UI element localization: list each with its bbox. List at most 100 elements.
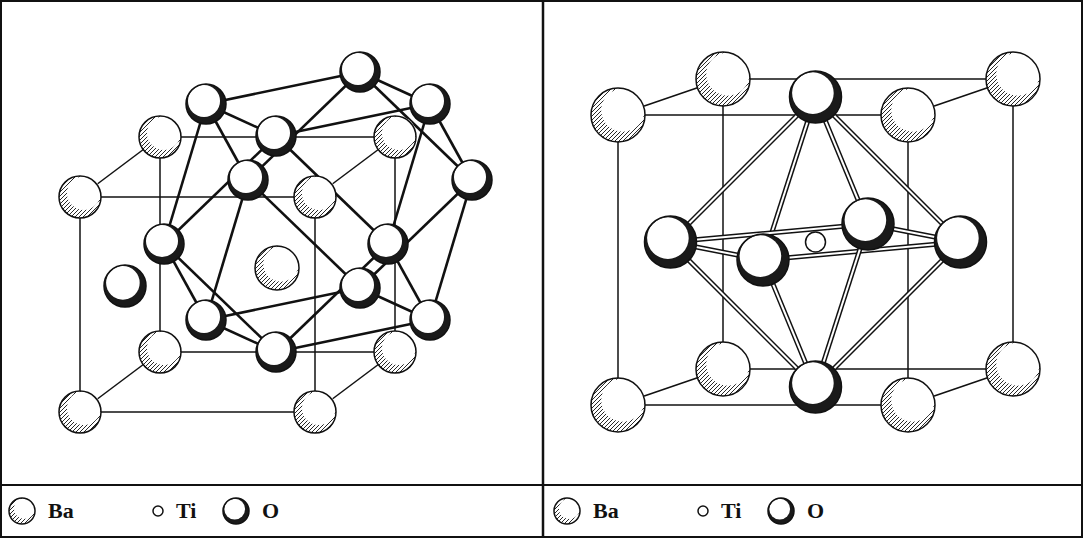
atom-outline	[59, 391, 101, 433]
atom-outline	[645, 216, 697, 268]
atom-outline	[986, 52, 1040, 106]
atom-outline	[737, 234, 789, 286]
cell-edge	[314, 197, 316, 412]
oxygen-atom	[340, 268, 380, 308]
atom-highlight	[67, 391, 101, 425]
legend-label: Ba	[593, 498, 619, 524]
atom-outline	[255, 246, 299, 290]
oxygen-atom	[340, 52, 380, 92]
polyhedron-edge	[276, 136, 388, 244]
atom-highlight	[647, 217, 689, 259]
atom-outline	[104, 265, 146, 307]
atom-outline	[139, 116, 181, 158]
atom-highlight	[147, 331, 181, 365]
cell-edge	[723, 78, 1013, 80]
barium-atom	[696, 342, 750, 396]
titanium-atom	[153, 506, 163, 516]
atom-highlight	[302, 391, 336, 425]
cell-edge	[80, 411, 315, 413]
atom-outline	[256, 116, 296, 156]
atom-outline	[228, 160, 268, 200]
atom-highlight	[302, 176, 336, 210]
atom-highlight	[382, 116, 416, 150]
oxygen-atom	[410, 300, 450, 340]
atom-highlight	[996, 343, 1039, 386]
atom-outline	[294, 391, 336, 433]
atom-outline	[790, 71, 842, 123]
oxygen-atom	[737, 234, 789, 286]
legend-divider	[1, 484, 1082, 486]
atom-highlight	[937, 217, 979, 259]
polyhedron-edge	[164, 136, 276, 244]
legend-label: O	[807, 498, 824, 524]
legend-label: Ti	[721, 498, 741, 524]
oxygen-atom	[144, 224, 184, 264]
barium-atom	[696, 52, 750, 106]
atom-outline	[186, 300, 226, 340]
panel-divider	[542, 1, 545, 537]
oxygen-atom	[842, 198, 894, 250]
polyhedron-edge	[206, 72, 360, 104]
cell-edge	[723, 368, 1013, 370]
atom-outline	[986, 342, 1040, 396]
barium-atom	[986, 342, 1040, 396]
atom-highlight	[792, 362, 834, 404]
oxygen-atom	[368, 224, 408, 264]
cuboctahedron-figure	[59, 52, 492, 433]
legend-symbol	[554, 498, 580, 524]
polyhedron-edge	[360, 72, 472, 180]
titanium-atom	[806, 232, 826, 252]
atom-outline	[410, 300, 450, 340]
barium-atom	[294, 391, 336, 433]
oxygen-atom	[768, 498, 794, 524]
atom-outline	[223, 498, 249, 524]
oxygen-atom	[223, 498, 249, 524]
atom-highlight	[147, 116, 181, 150]
oxygen-atom	[186, 84, 226, 124]
barium-atom	[139, 116, 181, 158]
atom-outline	[144, 224, 184, 264]
octahedron-edge	[816, 242, 961, 387]
barium-atom	[554, 498, 580, 524]
atom-outline	[842, 198, 894, 250]
atom-outline	[935, 216, 987, 268]
cell-edge	[80, 196, 315, 198]
legend-label: O	[262, 498, 279, 524]
oxygen-atom	[790, 361, 842, 413]
atom-outline	[9, 498, 35, 524]
barium-atom	[59, 391, 101, 433]
atom-outline	[294, 176, 336, 218]
atom-outline	[881, 378, 935, 432]
atom-highlight	[601, 379, 644, 422]
oxygen-atom	[935, 216, 987, 268]
atom-highlight	[891, 379, 934, 422]
atom-outline	[368, 224, 408, 264]
atom-highlight	[601, 89, 644, 132]
atom-highlight	[382, 331, 416, 365]
barium-atom	[374, 116, 416, 158]
atom-outline	[591, 88, 645, 142]
oxygen-atom	[790, 71, 842, 123]
atom-outline	[340, 52, 380, 92]
oxygen-atom	[186, 300, 226, 340]
barium-atom	[374, 331, 416, 373]
barium-atom	[986, 52, 1040, 106]
polyhedron-edge	[206, 180, 248, 320]
atom-highlight	[845, 199, 887, 241]
atom-highlight	[792, 72, 834, 114]
atom-outline	[768, 498, 794, 524]
octahedron-figure	[591, 52, 1040, 432]
barium-atom	[881, 88, 935, 142]
oxygen-atom	[410, 84, 450, 124]
barium-atom	[59, 176, 101, 218]
barium-atom	[9, 498, 35, 524]
cell-edge	[907, 115, 909, 405]
polyhedron-edge	[248, 72, 360, 180]
atom-outline	[374, 116, 416, 158]
atom-outline	[59, 176, 101, 218]
cell-edge	[617, 115, 619, 405]
barium-atom	[139, 331, 181, 373]
barium-atom	[881, 378, 935, 432]
atom-outline	[696, 52, 750, 106]
